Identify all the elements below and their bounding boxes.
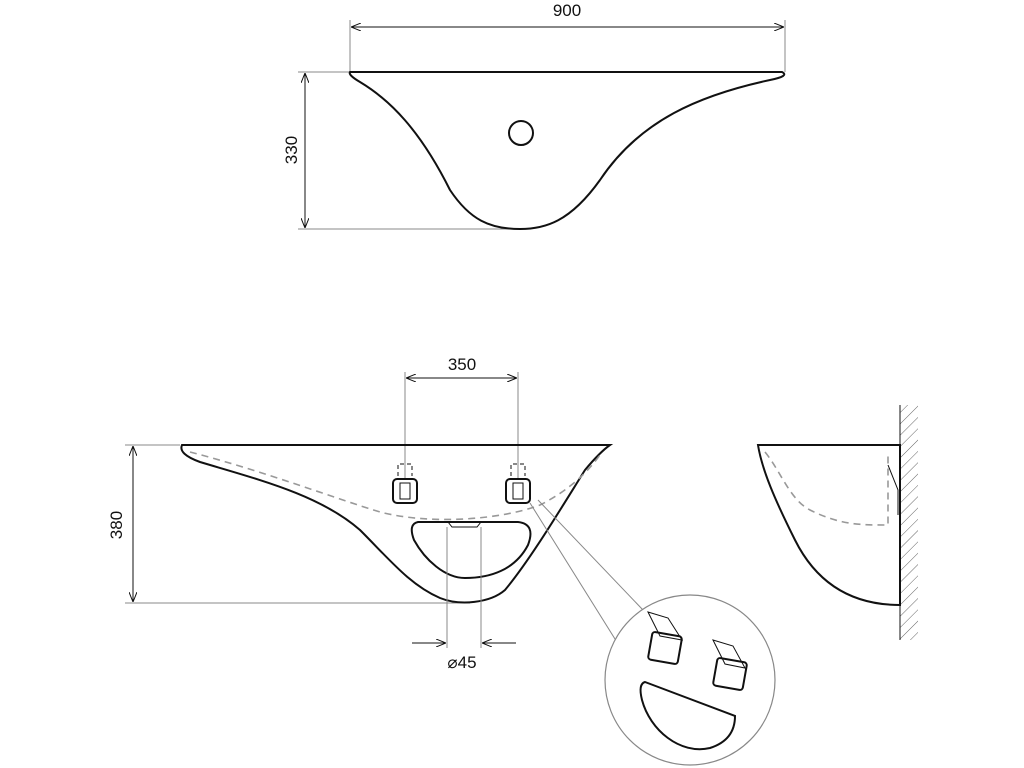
front-view: 350 380 ⌀45 bbox=[107, 355, 644, 672]
drain-hole bbox=[508, 120, 534, 146]
drain-diameter-label: ⌀45 bbox=[447, 653, 476, 672]
basin-front-outline bbox=[180, 444, 614, 604]
overflow-opening bbox=[410, 521, 532, 580]
height-dimension-label: 380 bbox=[107, 511, 126, 539]
detail-bracket-left bbox=[647, 611, 684, 665]
basin-top-outline bbox=[348, 71, 786, 231]
bracket-right bbox=[505, 463, 531, 504]
top-view: 900 330 bbox=[282, 1, 786, 231]
side-view bbox=[756, 405, 918, 640]
basin-side-outline bbox=[756, 444, 901, 607]
bracket-left bbox=[392, 463, 418, 504]
depth-dimension-label: 330 bbox=[282, 136, 301, 164]
detail-bracket-right bbox=[712, 639, 748, 691]
detail-overflow bbox=[639, 680, 737, 751]
bracket-spacing-label: 350 bbox=[448, 355, 476, 374]
detail-view bbox=[604, 594, 776, 766]
width-dimension-label: 900 bbox=[553, 1, 581, 20]
